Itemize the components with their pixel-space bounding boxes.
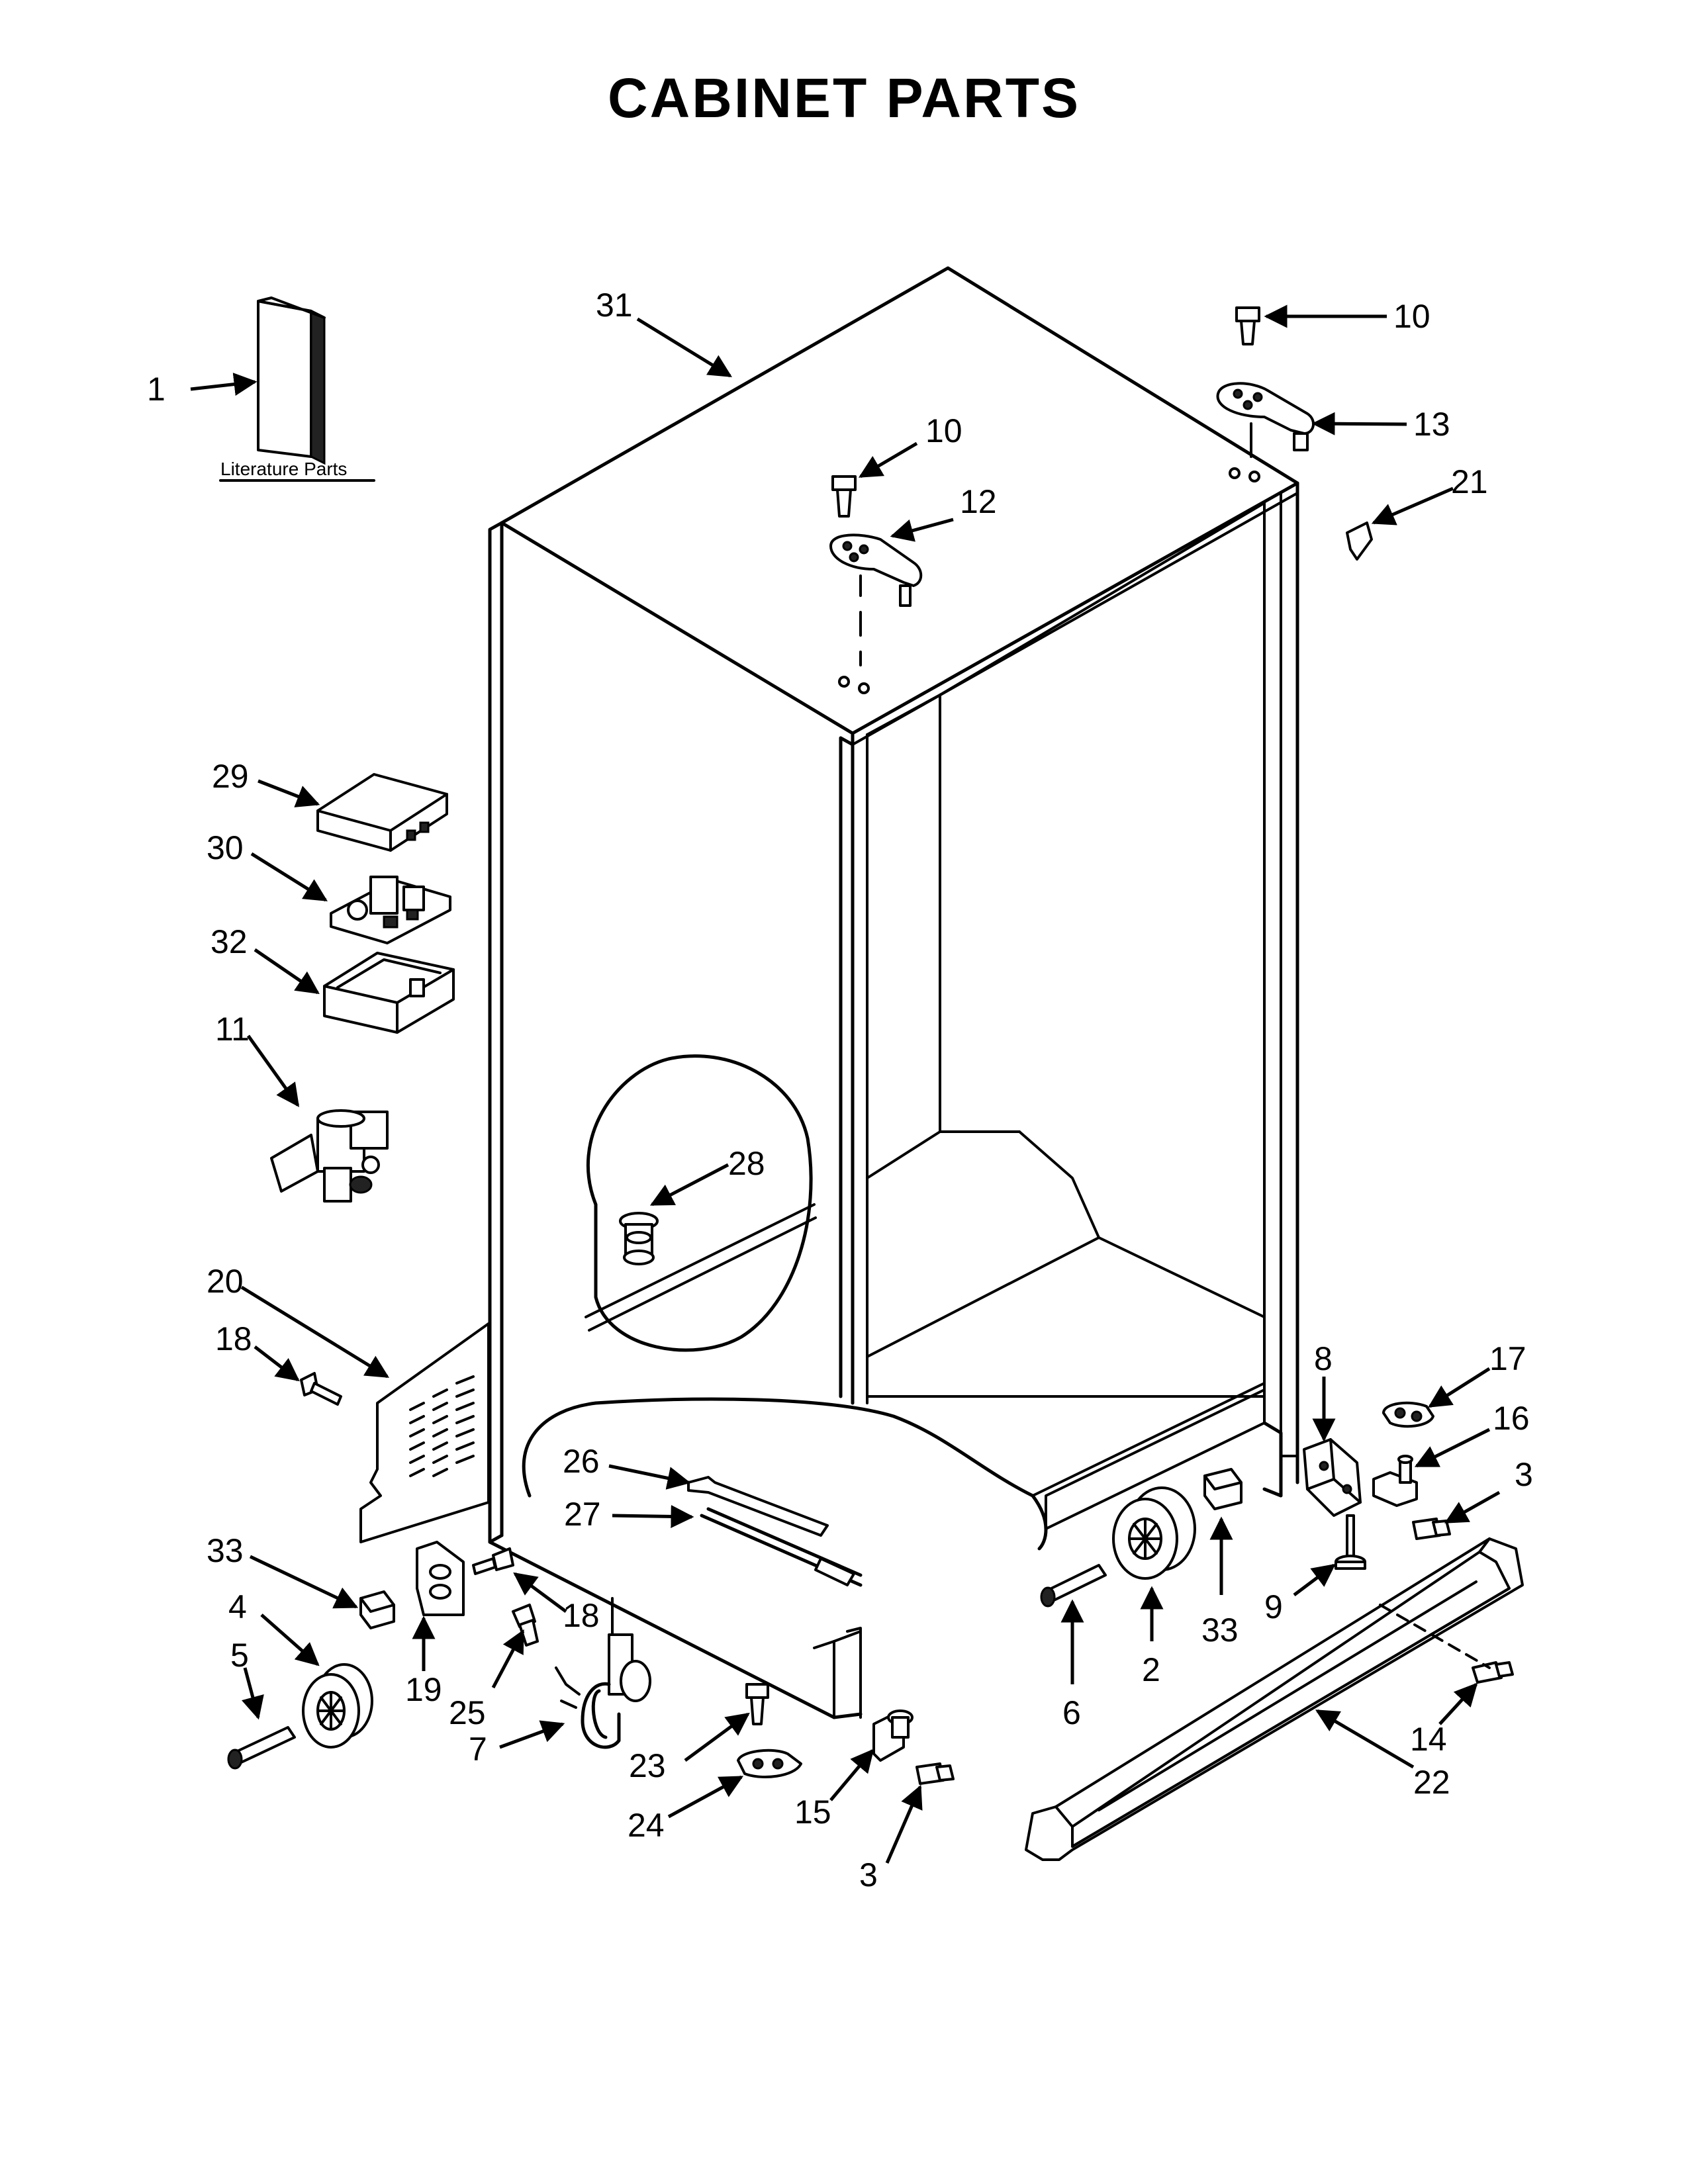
callout-10: 10 [925, 412, 962, 449]
top-hinge-13 [1216, 382, 1315, 482]
leveler-24 [737, 1749, 802, 1778]
screw-25 [512, 1604, 539, 1647]
callout-5: 5 [230, 1637, 249, 1674]
axle-5 [227, 1726, 296, 1770]
callout-16: 16 [1493, 1400, 1530, 1437]
bracket-19 [416, 1541, 465, 1616]
callout-18: 18 [215, 1320, 252, 1357]
axle-6 [1040, 1564, 1107, 1608]
callout-6: 6 [1062, 1694, 1081, 1731]
page-title: CABINET PARTS [607, 67, 1081, 129]
callout-15: 15 [794, 1794, 831, 1831]
cutaway-view [585, 1054, 817, 1352]
callout-13: 13 [1413, 406, 1450, 443]
screw-3a [1412, 1518, 1451, 1540]
bracket-15 [872, 1709, 914, 1762]
callout-24: 24 [628, 1807, 665, 1844]
callout-11: 11 [215, 1011, 250, 1048]
screw-18a [300, 1372, 342, 1406]
callout-33: 33 [207, 1532, 244, 1569]
callout-32: 32 [211, 923, 248, 960]
callout-labels: 1 31 10 13 10 12 21 29 30 32 11 28 20 18… [147, 287, 1533, 1893]
screw-18b [472, 1547, 514, 1575]
shelf-stud-28 [619, 1212, 659, 1265]
callout-29: 29 [212, 758, 249, 795]
callout-10: 10 [1393, 298, 1430, 335]
pad-33a [359, 1590, 395, 1629]
callout-31: 31 [596, 287, 633, 324]
housing-32 [323, 952, 455, 1034]
rear-panel-20 [359, 1322, 490, 1543]
literature-parts-label: Literature Parts [219, 459, 375, 482]
callout-7: 7 [469, 1731, 487, 1768]
water-valve-11 [270, 1109, 389, 1203]
callout-9: 9 [1264, 1588, 1283, 1625]
callout-8: 8 [1314, 1340, 1333, 1377]
callout-28: 28 [728, 1145, 765, 1182]
literature-book [257, 296, 326, 465]
hinge-17 [1382, 1401, 1434, 1428]
callout-3: 3 [1515, 1456, 1533, 1493]
screw-14 [1472, 1661, 1514, 1684]
callout-1: 1 [147, 371, 165, 408]
hinge-bracket-8 [1303, 1438, 1362, 1517]
callout-14: 14 [1410, 1721, 1447, 1758]
hinge-pin-16 [1372, 1455, 1418, 1507]
callout-4: 4 [228, 1588, 247, 1625]
control-board-30 [330, 876, 451, 944]
callout-18: 18 [563, 1597, 600, 1634]
callout-12: 12 [960, 483, 997, 520]
roller-4 [302, 1663, 373, 1749]
screw-10a [1235, 306, 1260, 345]
callout-26: 26 [563, 1443, 600, 1480]
callout-21: 21 [1451, 463, 1488, 500]
callout-33: 33 [1201, 1612, 1239, 1649]
clip-21 [1346, 522, 1373, 561]
callout-27: 27 [564, 1496, 601, 1533]
callout-30: 30 [207, 829, 244, 866]
screw-3b [915, 1762, 955, 1785]
lower-cutaway [522, 1382, 1266, 1719]
pad-33b [1203, 1468, 1243, 1510]
callout-22: 22 [1413, 1764, 1450, 1801]
callout-2: 2 [1142, 1651, 1160, 1688]
callout-25: 25 [449, 1694, 486, 1731]
callout-23: 23 [629, 1747, 666, 1784]
cover-29 [316, 773, 448, 852]
callout-20: 20 [207, 1263, 244, 1300]
leader-lines [190, 304, 1501, 1864]
drain-tube-7 [555, 1633, 651, 1749]
cabinet-shell [488, 266, 1299, 1719]
literature-parts-text: Literature Parts [220, 459, 347, 479]
callout-3: 3 [859, 1856, 878, 1893]
screw-23 [745, 1683, 769, 1725]
callout-19: 19 [405, 1671, 442, 1708]
top-hinge-12 [829, 533, 923, 694]
leveler-9 [1335, 1514, 1366, 1570]
screw-10b [831, 475, 857, 518]
roller-2 [1112, 1486, 1196, 1580]
base-grille-22 [1025, 1537, 1524, 1861]
callout-17: 17 [1489, 1340, 1526, 1377]
